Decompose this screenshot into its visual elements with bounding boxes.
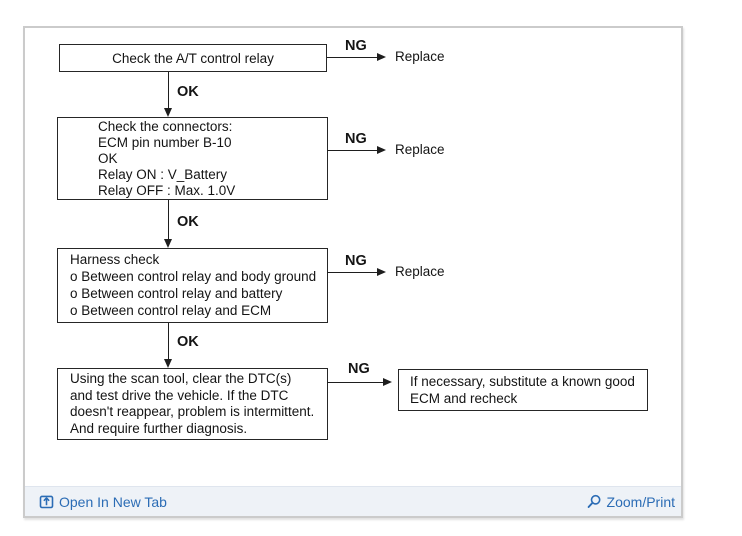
flowchart-canvas: Check the A/T control relay Check the co… <box>25 28 681 486</box>
open-in-new-tab-icon <box>39 495 54 509</box>
right-arrowhead-icon <box>377 53 386 61</box>
ng-label-2: NG <box>345 131 367 147</box>
ng-connector-line-3 <box>327 272 377 273</box>
step-3-line: o Between control relay and ECM <box>70 303 272 318</box>
step-1-text: Check the A/T control relay <box>112 50 274 66</box>
zoom-print-label: Zoom/Print <box>606 493 675 510</box>
step-3-line: o Between control relay and battery <box>70 286 283 301</box>
ok-connector-line-2 <box>168 200 169 239</box>
step-2-line: ECM pin number B-10 <box>98 135 232 150</box>
right-arrowhead-icon <box>377 268 386 276</box>
flowchart-step-3: Harness check o Between control relay an… <box>57 248 328 323</box>
result-line: If necessary, substitute a known good <box>410 374 635 389</box>
ng-label-1: NG <box>345 38 367 54</box>
ng-label-3: NG <box>345 253 367 269</box>
ok-connector-line-3 <box>168 323 169 359</box>
zoom-print-link[interactable]: Zoom/Print <box>586 494 675 510</box>
step-4-line: and test drive the vehicle. If the DTC <box>70 387 289 403</box>
step-3-line: Harness check <box>70 252 160 267</box>
ng-label-4: NG <box>348 361 370 377</box>
open-in-new-tab-link[interactable]: Open In New Tab <box>39 494 167 510</box>
ok-label-3: OK <box>177 334 199 350</box>
step-2-line: Relay ON : V_Battery <box>98 167 228 182</box>
ng-connector-line-1 <box>327 57 377 58</box>
step-4-line: Using the scan tool, clear the DTC(s) <box>70 371 292 386</box>
ng-connector-line-4 <box>327 382 383 383</box>
ok-label-2: OK <box>177 214 199 230</box>
result-line: ECM and recheck <box>410 391 518 406</box>
open-in-new-tab-label: Open In New Tab <box>59 493 167 510</box>
diagram-viewer-frame: Check the A/T control relay Check the co… <box>23 26 683 518</box>
step-2-line: OK <box>98 151 118 166</box>
right-arrowhead-icon <box>383 378 392 386</box>
magnifier-icon <box>587 494 601 508</box>
flowchart-step-1: Check the A/T control relay <box>59 44 327 72</box>
down-arrowhead-icon <box>164 359 172 368</box>
viewer-footer: Open In New Tab Zoom/Print <box>25 486 681 516</box>
step-4-line: And require further diagnosis. <box>70 420 248 436</box>
flowchart-step-4: Using the scan tool, clear the DTC(s) an… <box>57 368 328 440</box>
ok-label-1: OK <box>177 84 199 100</box>
step-2-line: Relay OFF : Max. 1.0V <box>98 183 236 198</box>
replace-label-2: Replace <box>395 142 445 157</box>
ok-connector-line-1 <box>168 72 169 108</box>
step-4-line: doesn't reappear, problem is intermitten… <box>70 404 315 419</box>
flowchart-result-box: If necessary, substitute a known good EC… <box>398 369 648 411</box>
flowchart-step-2: Check the connectors: ECM pin number B-1… <box>57 117 328 200</box>
replace-label-3: Replace <box>395 264 445 279</box>
step-2-line: Check the connectors: <box>98 119 233 134</box>
replace-label-1: Replace <box>395 49 445 64</box>
down-arrowhead-icon <box>164 108 172 117</box>
step-3-line: o Between control relay and body ground <box>70 269 317 284</box>
ng-connector-line-2 <box>327 150 377 151</box>
down-arrowhead-icon <box>164 239 172 248</box>
right-arrowhead-icon <box>377 146 386 154</box>
